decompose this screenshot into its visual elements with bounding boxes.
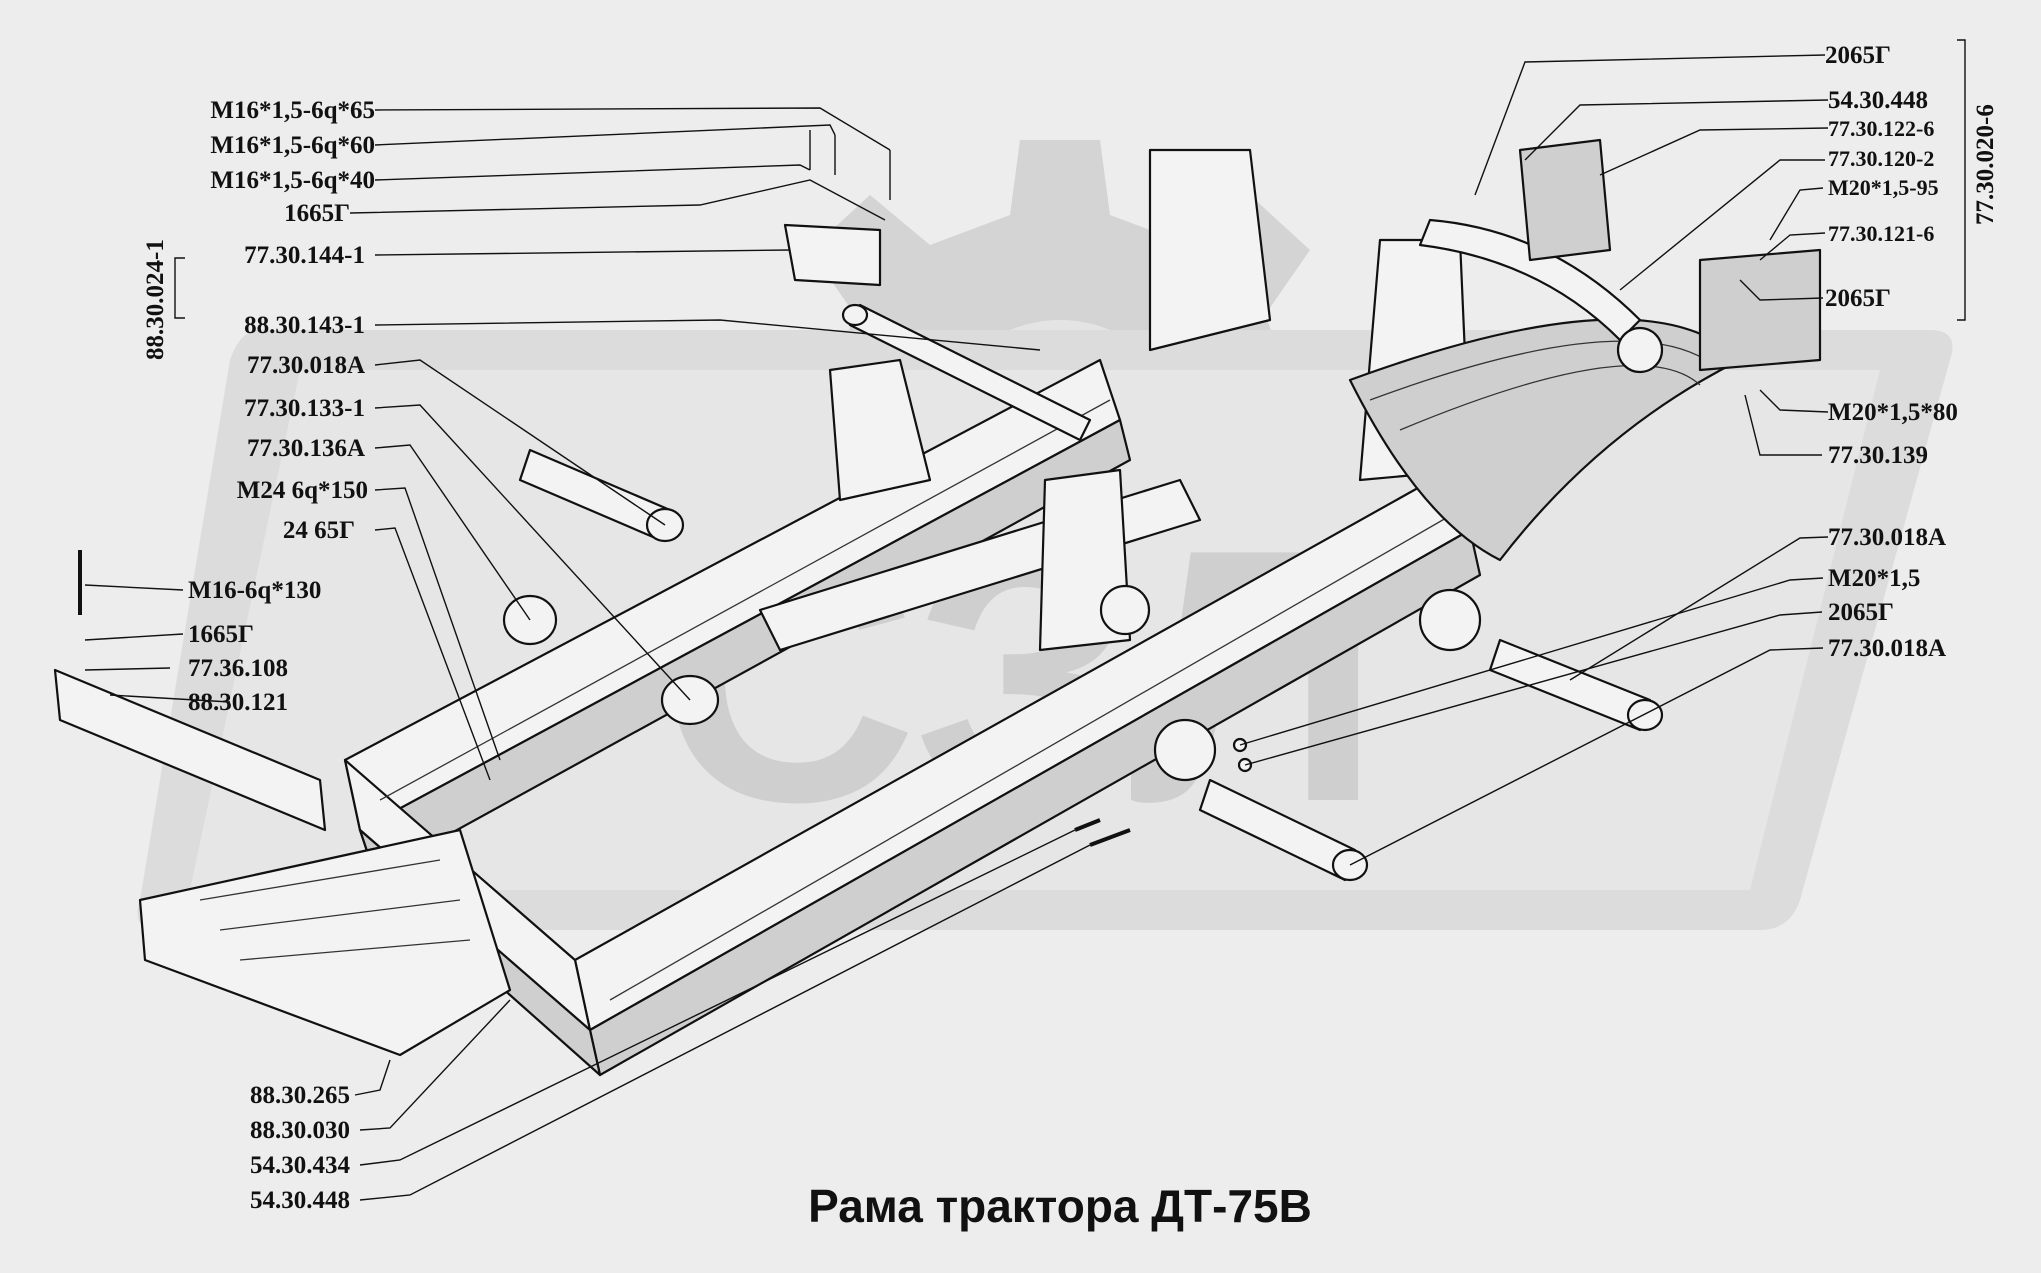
diagram-title: Рама трактора ДТ-75В [808,1180,1312,1232]
right-labels: 2065Г 54.30.448 77.30.122-6 77.30.120-2 … [1825,42,1999,662]
label-part-77-30-144-1: 77.30.144-1 [244,242,365,269]
label-group-88-30-024-1: 88.30.024-1 [142,239,169,360]
label-part-88-30-265: 88.30.265 [250,1082,350,1109]
label-bolt-m16-60: M16*1,5-6q*60 [210,132,375,159]
label-part-77-30-120-2: 77.30.120-2 [1828,146,1934,171]
bottom-labels: 88.30.265 88.30.030 54.30.434 54.30.448 [250,1082,351,1214]
label-washer-2065-low: 2065Г [1828,599,1894,626]
frame-drawing [53,130,1822,1077]
label-washer-24-65: 24 65Г [283,517,355,544]
label-part-77-30-121-6: 77.30.121-6 [1828,221,1934,246]
label-bolt-m16-65: M16*1,5-6q*65 [210,97,375,124]
label-part-77-30-018a-right: 77.30.018А [1828,524,1946,551]
label-part-54-30-448: 54.30.448 [1828,87,1928,114]
label-washer-1665: 1665Г [284,200,350,227]
label-part-88-30-143-1: 88.30.143-1 [244,312,365,339]
label-part-88-30-030: 88.30.030 [250,1117,350,1144]
left-labels: M16*1,5-6q*65 M16*1,5-6q*60 M16*1,5-6q*4… [142,97,375,716]
label-part-77-30-018a-low: 77.30.018А [1828,635,1946,662]
label-bolt-m20-80: M20*1,5*80 [1828,399,1958,426]
label-part-77-30-136a: 77.30.136А [247,435,365,462]
label-nut-m20: M20*1,5 [1828,565,1920,592]
label-part-77-36-108: 77.36.108 [188,655,288,682]
label-washer-2065-mid: 2065Г [1825,285,1891,312]
label-group-77-30-020-6: 77.30.020-6 [1972,104,1999,225]
label-part-77-30-122-6: 77.30.122-6 [1828,116,1934,141]
label-part-54-30-448-bottom: 54.30.448 [250,1187,350,1214]
label-bolt-m16-40: M16*1,5-6q*40 [210,167,375,194]
label-part-77-30-018a: 77.30.018А [247,352,365,379]
label-bolt-m16-130: M16-6q*130 [188,577,321,604]
label-washer-2065-top: 2065Г [1825,42,1891,69]
label-part-77-30-139: 77.30.139 [1828,442,1928,469]
label-bolt-m20-95: M20*1,5-95 [1828,175,1939,200]
leader-lines [84,39,1966,1201]
label-part-77-30-133-1: 77.30.133-1 [244,395,365,422]
label-washer-1665-lower: 1665Г [188,621,254,648]
label-part-88-30-121: 88.30.121 [188,689,288,716]
label-part-54-30-434: 54.30.434 [250,1152,351,1179]
label-bolt-m24-150: M24 6q*150 [237,477,368,504]
